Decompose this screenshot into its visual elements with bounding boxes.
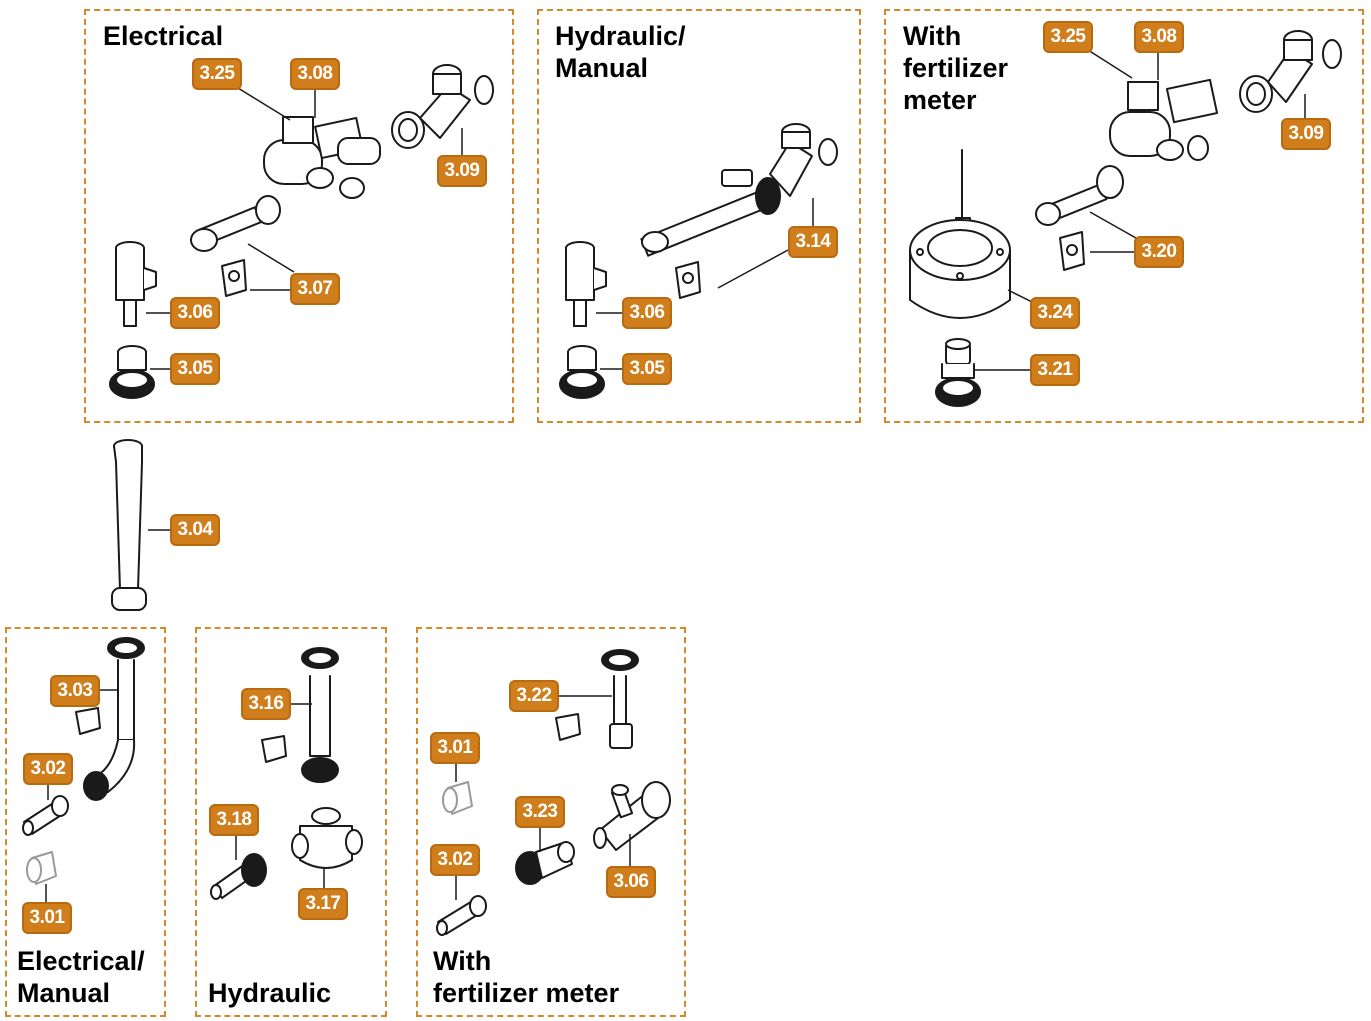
hose-barb-drawing-2 xyxy=(210,853,267,900)
callout-elec-manual-3-01: 3.01 xyxy=(22,902,72,934)
clip-drawing-4 xyxy=(75,707,101,735)
straight-pipe-drawing xyxy=(301,647,339,783)
panel-title-with-fertilizer-meter-top: With fertilizer meter xyxy=(903,21,1009,115)
panel-with-fertilizer-meter-top xyxy=(884,9,1364,423)
panel-title-hydraulic: Hydraulic xyxy=(208,978,332,1008)
callout-fert-bottom-3-23: 3.23 xyxy=(515,796,565,828)
clip-drawing-3 xyxy=(1059,231,1085,271)
fertilizer-meter-drawing xyxy=(909,149,1011,319)
callout-electrical-3-06: 3.06 xyxy=(170,297,220,329)
callout-electrical-3-08: 3.08 xyxy=(290,58,340,90)
callout-hydraulic-3-16: 3.16 xyxy=(241,688,291,720)
callout-hydraulic-manual-3-06: 3.06 xyxy=(622,297,672,329)
panel-electrical-manual xyxy=(5,627,166,1017)
long-pipe-drawing xyxy=(111,439,147,611)
callout-fert-bottom-3-02: 3.02 xyxy=(430,844,480,876)
threaded-adapter-drawing-2 xyxy=(559,345,605,399)
clip-drawing-5 xyxy=(261,735,287,763)
callout-hydraulic-manual-3-05: 3.05 xyxy=(622,353,672,385)
hydraulic-valve-drawing xyxy=(640,123,838,257)
elbow-fitting-drawing-2 xyxy=(565,241,607,327)
callout-fert-top-3-08: 3.08 xyxy=(1134,21,1184,53)
threaded-adapter-drawing xyxy=(109,345,155,399)
callout-fert-bottom-3-22: 3.22 xyxy=(509,680,559,712)
clip-drawing-2 xyxy=(675,261,701,299)
hose-barb-drawing xyxy=(22,795,69,836)
clip-drawing xyxy=(221,259,247,297)
union-drawing xyxy=(515,841,575,885)
clip-drawing-6 xyxy=(555,713,581,741)
panel-title-electrical: Electrical xyxy=(103,21,224,51)
elbow-fitting-drawing xyxy=(115,241,157,327)
callout-standalone-3-04: 3.04 xyxy=(170,514,220,546)
filter-drawing-2 xyxy=(1239,30,1342,113)
callout-electrical-3-25: 3.25 xyxy=(192,58,242,90)
callout-elec-manual-3-02: 3.02 xyxy=(23,753,73,785)
nut-drawing xyxy=(26,851,57,885)
callout-fert-top-3-09: 3.09 xyxy=(1281,118,1331,150)
pipe-connector-drawing-2 xyxy=(1035,165,1124,226)
hose-barb-drawing-3 xyxy=(436,895,487,936)
callout-fert-top-3-20: 3.20 xyxy=(1134,236,1184,268)
callout-hydraulic-3-18: 3.18 xyxy=(209,804,259,836)
callout-fert-top-3-25: 3.25 xyxy=(1043,21,1093,53)
pipe-connector-drawing xyxy=(190,195,281,252)
panel-title-hydraulic-manual: Hydraulic/ Manual xyxy=(555,21,686,83)
callout-electrical-3-07: 3.07 xyxy=(290,273,340,305)
callout-electrical-3-05: 3.05 xyxy=(170,353,220,385)
panel-with-fertilizer-meter-bottom xyxy=(416,627,686,1017)
threaded-adapter-drawing-3 xyxy=(935,338,981,407)
callout-hydraulic-manual-3-14: 3.14 xyxy=(788,226,838,258)
tee-fitting-drawing xyxy=(593,781,671,851)
elbow-pipe-drawing xyxy=(83,637,145,801)
panel-hydraulic xyxy=(195,627,387,1017)
panel-hydraulic-manual xyxy=(537,9,861,423)
filter-drawing xyxy=(391,64,494,149)
callout-electrical-3-09: 3.09 xyxy=(437,155,487,187)
hydraulic-fitting-drawing xyxy=(291,807,363,869)
panel-title-electrical-manual: Electrical/ Manual xyxy=(17,946,145,1008)
solenoid-valve-drawing xyxy=(263,116,381,199)
callout-fert-bottom-3-06: 3.06 xyxy=(606,866,656,898)
panel-electrical xyxy=(84,9,514,423)
callout-elec-manual-3-03: 3.03 xyxy=(50,675,100,707)
callout-fert-top-3-24: 3.24 xyxy=(1030,297,1080,329)
panel-title-with-fertilizer-meter-bottom: With fertilizer meter xyxy=(433,946,620,1008)
callout-hydraulic-3-17: 3.17 xyxy=(298,888,348,920)
callout-fert-top-3-21: 3.21 xyxy=(1030,354,1080,386)
nut-drawing-2 xyxy=(442,781,473,815)
straight-pipe-drawing-2 xyxy=(601,649,639,749)
callout-fert-bottom-3-01: 3.01 xyxy=(430,732,480,764)
solenoid-valve-drawing-2 xyxy=(1109,78,1219,161)
